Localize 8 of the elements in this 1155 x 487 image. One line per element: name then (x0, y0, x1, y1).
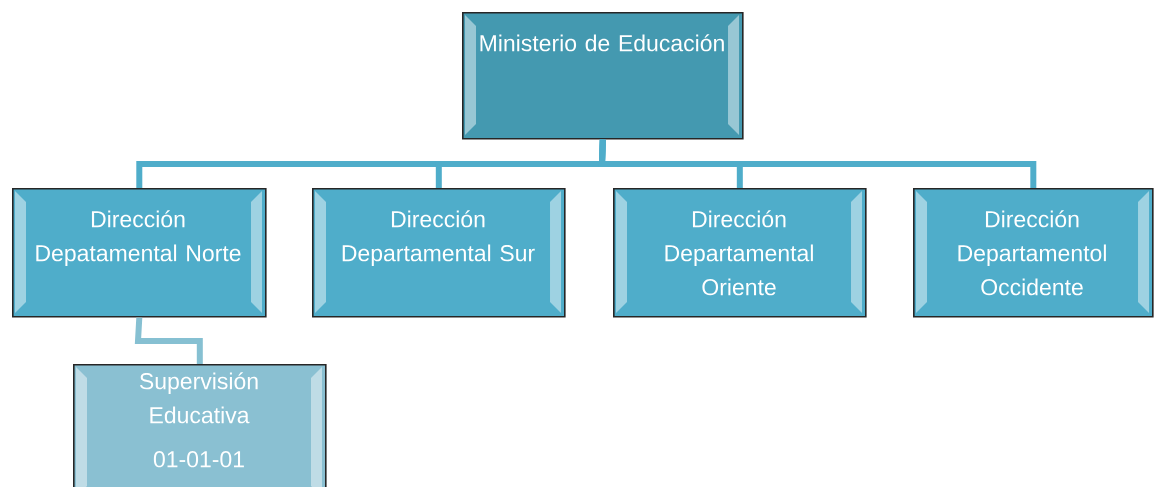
org-box: Dirección Departamental Sur (312, 188, 566, 318)
org-box: Dirección Depatamental Norte (12, 188, 267, 318)
org-box: Dirección Departamentol Occidente (913, 188, 1154, 318)
org-box: Dirección Departamental Oriente (613, 188, 867, 318)
connector-line (134, 317, 203, 364)
connector-line (598, 139, 1037, 188)
org-box: Supervisión Educativa 01-01-01 (73, 364, 327, 487)
org-box: Ministerio de Educación (462, 12, 744, 140)
